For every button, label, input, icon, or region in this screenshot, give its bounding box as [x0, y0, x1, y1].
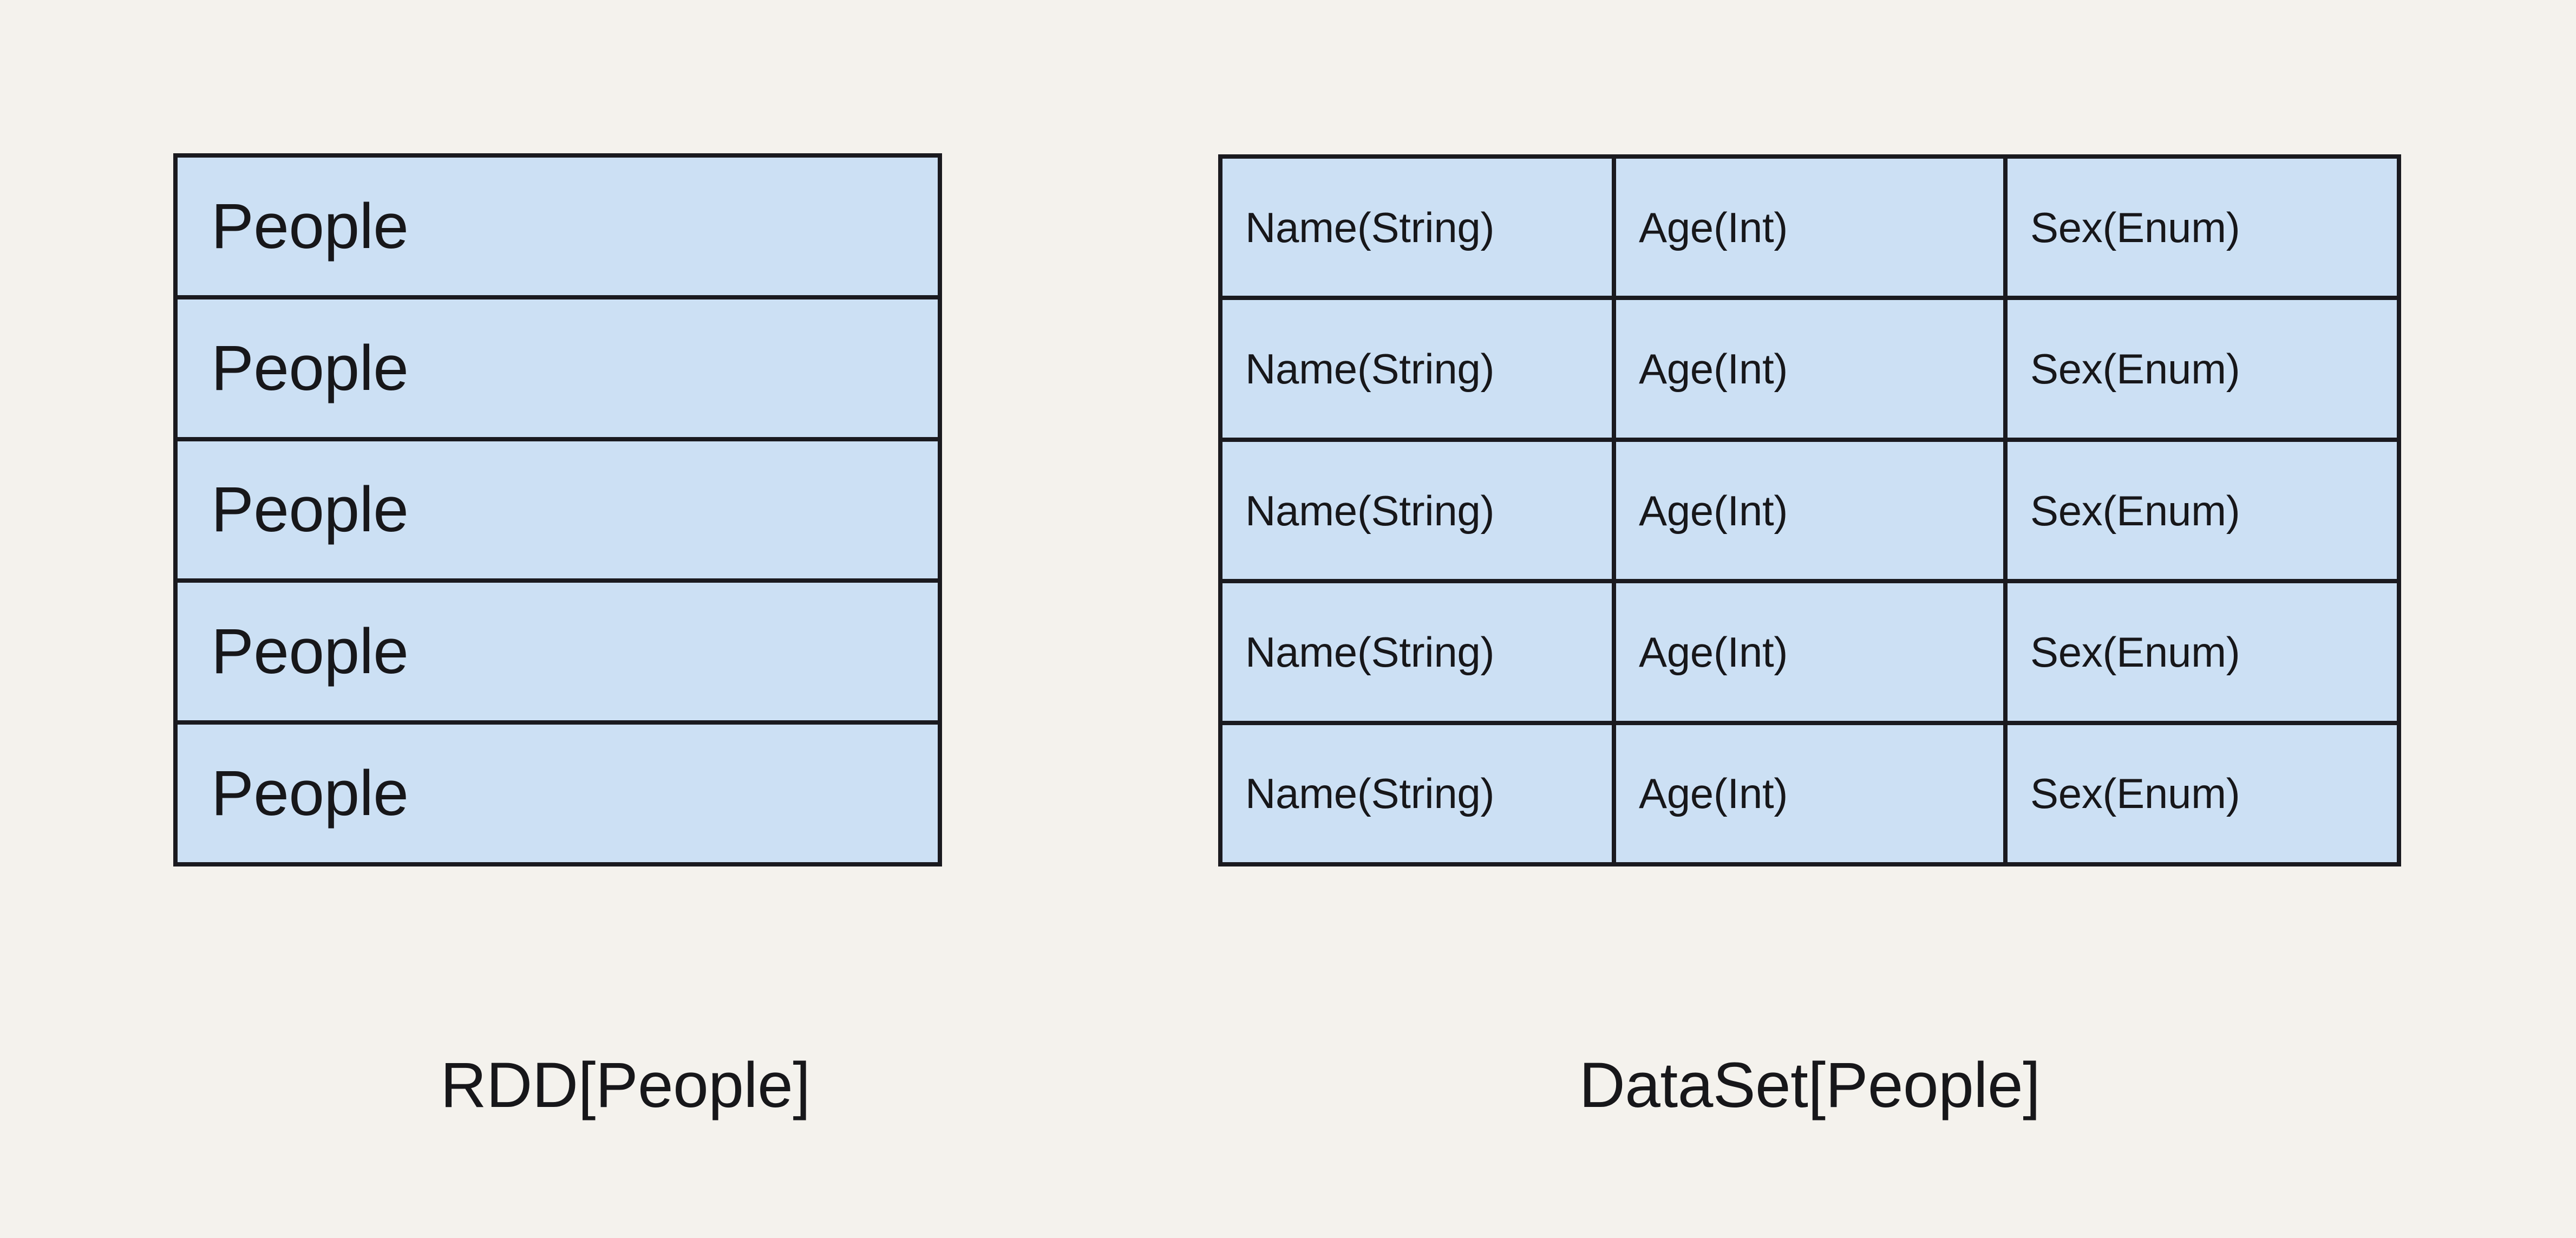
rdd-row-label: People [211, 616, 409, 688]
dataset-row: Name(String) Age(Int) Sex(Enum) [1222, 725, 2397, 863]
dataset-cell-text: Sex(Enum) [2030, 770, 2240, 818]
rdd-row: People [178, 583, 938, 725]
dataset-cell-sex: Sex(Enum) [2008, 725, 2397, 863]
dataset-cell-sex: Sex(Enum) [2008, 300, 2397, 438]
dataset-cell-text: Name(String) [1245, 345, 1495, 393]
dataset-cell-age: Age(Int) [1616, 725, 2008, 863]
rdd-row: People [178, 725, 938, 862]
rdd-row-label: People [211, 332, 409, 404]
rdd-row: People [178, 158, 938, 299]
dataset-cell-name: Name(String) [1222, 583, 1616, 721]
dataset-row: Name(String) Age(Int) Sex(Enum) [1222, 583, 2397, 725]
dataset-cell-text: Name(String) [1245, 203, 1495, 251]
dataset-cell-text: Sex(Enum) [2030, 345, 2240, 393]
dataset-cell-name: Name(String) [1222, 725, 1616, 863]
rdd-row: People [178, 441, 938, 583]
dataset-cell-text: Age(Int) [1639, 628, 1788, 676]
dataset-cell-text: Name(String) [1245, 486, 1495, 535]
dataset-cell-text: Name(String) [1245, 770, 1495, 818]
rdd-caption: RDD[People] [440, 1050, 810, 1121]
rdd-row-label: People [211, 758, 409, 830]
dataset-row: Name(String) Age(Int) Sex(Enum) [1222, 441, 2397, 584]
dataset-cell-age: Age(Int) [1616, 441, 2008, 579]
dataset-row: Name(String) Age(Int) Sex(Enum) [1222, 159, 2397, 301]
dataset-cell-text: Sex(Enum) [2030, 203, 2240, 251]
dataset-cell-name: Name(String) [1222, 441, 1616, 579]
dataset-cell-name: Name(String) [1222, 159, 1616, 296]
dataset-cell-age: Age(Int) [1616, 300, 2008, 438]
dataset-cell-text: Age(Int) [1639, 770, 1788, 818]
dataset-cell-text: Age(Int) [1639, 203, 1788, 251]
dataset-cell-text: Age(Int) [1639, 486, 1788, 535]
dataset-table: Name(String) Age(Int) Sex(Enum) Name(Str… [1218, 154, 2401, 866]
dataset-cell-text: Sex(Enum) [2030, 628, 2240, 676]
rdd-row-label: People [211, 190, 409, 262]
dataset-cell-age: Age(Int) [1616, 159, 2008, 296]
rdd-row: People [178, 299, 938, 441]
dataset-cell-text: Sex(Enum) [2030, 486, 2240, 535]
dataset-cell-sex: Sex(Enum) [2008, 583, 2397, 721]
dataset-cell-text: Age(Int) [1639, 345, 1788, 393]
dataset-cell-age: Age(Int) [1616, 583, 2008, 721]
dataset-row: Name(String) Age(Int) Sex(Enum) [1222, 300, 2397, 442]
rdd-stack: People People People People People [173, 153, 942, 866]
rdd-row-label: People [211, 474, 409, 546]
dataset-cell-text: Name(String) [1245, 628, 1495, 676]
dataset-cell-sex: Sex(Enum) [2008, 159, 2397, 296]
dataset-cell-sex: Sex(Enum) [2008, 441, 2397, 579]
dataset-cell-name: Name(String) [1222, 300, 1616, 438]
dataset-caption: DataSet[People] [1579, 1050, 2041, 1121]
